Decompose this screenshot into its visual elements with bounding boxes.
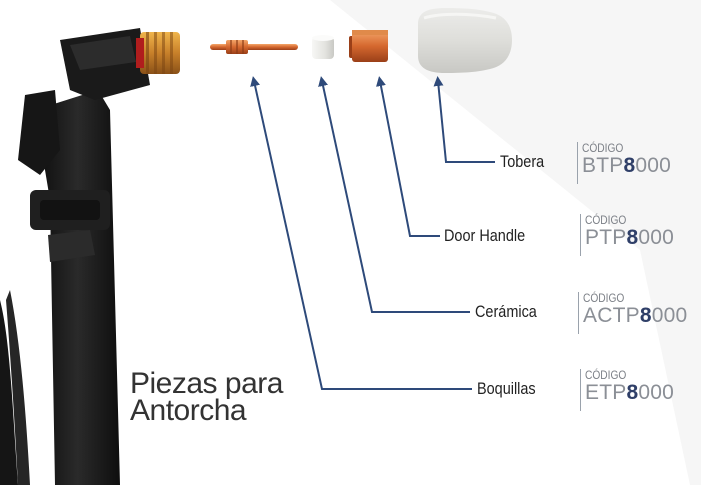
- diagram-title: Piezas para Antorcha: [130, 367, 283, 427]
- code-highlight: 8: [623, 154, 636, 177]
- torch-head-brass-image: [136, 32, 180, 74]
- torch-handle-image: [0, 28, 150, 485]
- code-highlight: 8: [626, 381, 639, 404]
- code-prefix: BTP: [582, 154, 624, 177]
- code-prefix: ETP: [585, 381, 627, 404]
- background-sheen: [330, 0, 701, 485]
- electrode-image: [210, 40, 298, 54]
- title-line-1: Piezas para: [130, 367, 283, 400]
- code-block-boquillas: CÓDIGO ETP8000: [580, 369, 674, 411]
- code-suffix: 000: [635, 154, 671, 177]
- part-label-tobera: Tobera: [500, 152, 545, 171]
- code-highlight: 8: [626, 226, 639, 249]
- code-value-tobera: BTP8000: [582, 154, 671, 177]
- code-prefix: PTP: [585, 226, 627, 249]
- code-highlight: 8: [639, 304, 652, 327]
- nozzle-cup-image: [418, 8, 512, 73]
- ceramic-ring-image: [312, 35, 334, 59]
- part-label-door-handle: Door Handle: [444, 226, 526, 245]
- code-block-ceramica: CÓDIGO ACTP8000: [578, 292, 687, 334]
- part-label-ceramica: Cerámica: [475, 302, 537, 321]
- code-caption: CÓDIGO: [585, 213, 627, 227]
- code-caption: CÓDIGO: [583, 291, 625, 305]
- arrow-door-handle: [376, 76, 440, 237]
- arrow-tobera: [433, 76, 495, 163]
- code-value-door-handle: PTP8000: [585, 226, 674, 249]
- code-prefix: ACTP: [583, 304, 640, 327]
- code-caption: CÓDIGO: [582, 141, 624, 155]
- leader-lines: [250, 76, 495, 390]
- code-suffix: 000: [638, 381, 674, 404]
- title-line-2: Antorcha: [130, 394, 247, 427]
- code-suffix: 000: [651, 304, 688, 327]
- tip-image: [349, 30, 388, 62]
- code-block-door-handle: CÓDIGO PTP8000: [580, 214, 674, 256]
- code-suffix: 000: [638, 226, 674, 249]
- part-label-boquillas: Boquillas: [477, 379, 536, 398]
- code-caption: CÓDIGO: [585, 368, 627, 382]
- arrow-boquillas: [250, 76, 472, 390]
- code-block-tobera: CÓDIGO BTP8000: [577, 142, 671, 184]
- arrow-ceramica: [318, 76, 470, 313]
- code-value-ceramica: ACTP8000: [583, 304, 687, 327]
- code-value-boquillas: ETP8000: [585, 381, 674, 404]
